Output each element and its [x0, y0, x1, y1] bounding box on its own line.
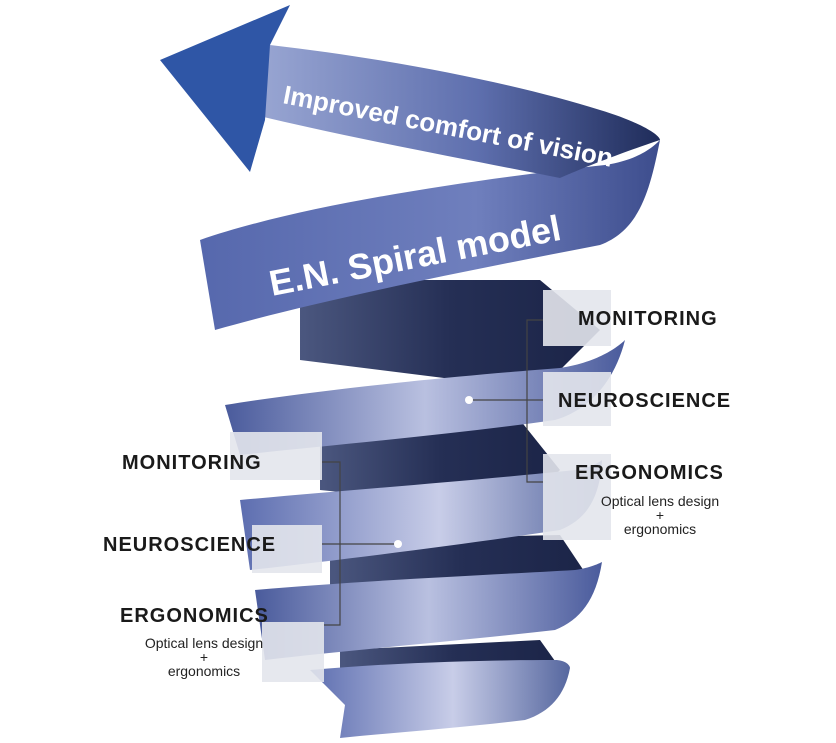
- right-neuroscience-label: NEUROSCIENCE: [558, 390, 732, 412]
- arrow-shaft: [255, 45, 660, 178]
- right-connector: [469, 319, 543, 483]
- left-detail-line3: ergonomics: [167, 663, 241, 679]
- spiral-front-4: [310, 660, 570, 738]
- right-connector-dot: [465, 396, 473, 404]
- right-monitoring-box: [543, 290, 611, 346]
- spiral-front-2: [240, 460, 602, 570]
- arrow-head: [160, 5, 290, 172]
- left-neuroscience-label: NEUROSCIENCE: [103, 534, 277, 556]
- right-ergonomics-box: [543, 454, 611, 540]
- right-detail-line2: +: [655, 507, 665, 523]
- left-connector-dot: [394, 540, 402, 548]
- right-neuroscience-box: [543, 372, 611, 426]
- right-detail-line1: Optical lens design: [600, 493, 720, 509]
- spiral-band-top: [200, 140, 660, 330]
- left-ergonomics-box: [262, 622, 324, 682]
- right-ergonomics-label: ERGONOMICS: [575, 462, 724, 484]
- left-detail-line1: Optical lens design: [144, 635, 264, 651]
- left-ergonomics-label: ERGONOMICS: [120, 605, 269, 627]
- right-monitoring-label: MONITORING: [578, 308, 718, 330]
- left-ergonomics-detail: Optical lens design + ergonomics: [130, 636, 278, 678]
- left-detail-line2: +: [199, 649, 209, 665]
- left-monitoring-box: [230, 432, 322, 480]
- spiral-back-1: [300, 280, 600, 390]
- right-ergonomics-detail: Optical lens design + ergonomics: [586, 494, 734, 536]
- right-detail-line3: ergonomics: [623, 521, 697, 537]
- left-monitoring-label: MONITORING: [122, 452, 262, 474]
- spiral-front-3: [255, 562, 602, 660]
- left-connector: [322, 461, 398, 626]
- left-neuroscience-box: [252, 525, 322, 573]
- spiral-front-1: [225, 340, 625, 455]
